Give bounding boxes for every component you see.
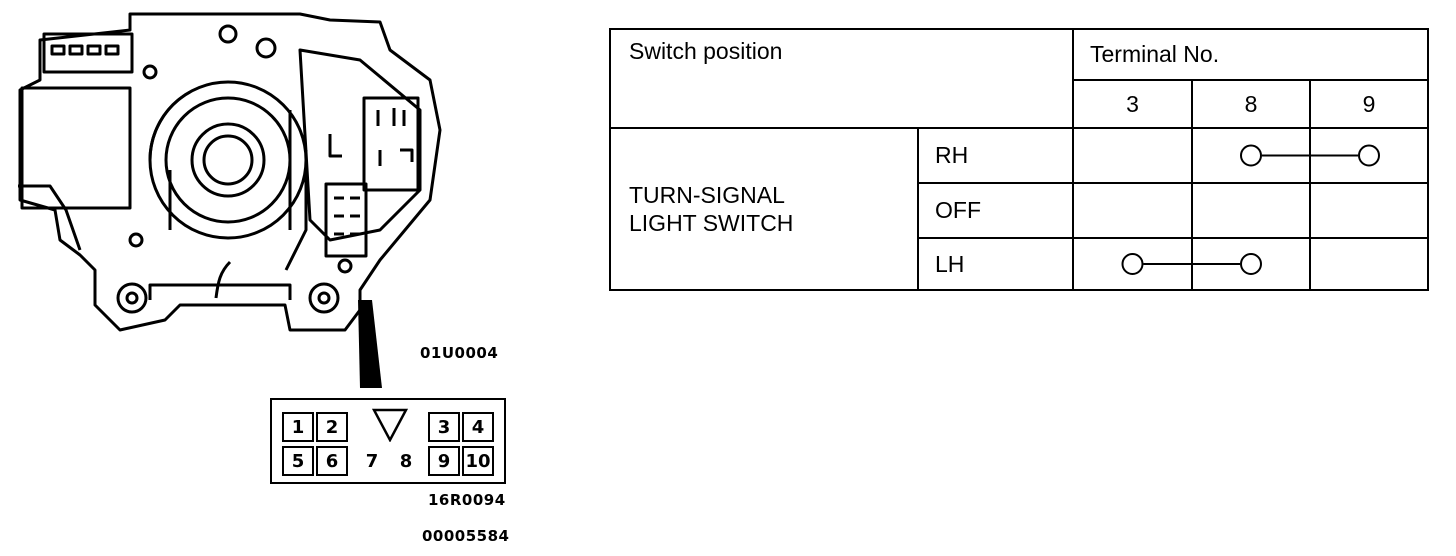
connector-face: 1 2 3 4 5 6 7 8 9 10	[270, 398, 506, 484]
connector-pin: 2	[316, 412, 348, 442]
connector-pin: 7	[356, 446, 388, 476]
position-off: OFF	[917, 182, 1074, 239]
terminal-cell	[1309, 127, 1429, 184]
position-lh: LH	[917, 237, 1074, 291]
switch-drawing-code: 01U0004	[420, 344, 499, 362]
switch-name-line: TURN-SIGNAL	[629, 182, 785, 208]
terminal-cell	[1072, 182, 1193, 239]
terminal-cell	[1072, 237, 1193, 291]
connector-pin: 4	[462, 412, 494, 442]
switch-body-illustration	[18, 12, 442, 388]
terminal-cell	[1191, 127, 1311, 184]
switch-name: TURN-SIGNAL LIGHT SWITCH	[609, 127, 919, 291]
terminal-number: 8	[1191, 79, 1311, 129]
header-terminal-no: Terminal No.	[1072, 28, 1429, 81]
connector-pin: 10	[462, 446, 494, 476]
connector-pin: 3	[428, 412, 460, 442]
terminal-cell	[1191, 237, 1311, 291]
connector-pin: 5	[282, 446, 314, 476]
header-switch-position: Switch position	[609, 28, 1074, 129]
connector-pin: 9	[428, 446, 460, 476]
terminal-cell	[1309, 237, 1429, 291]
position-rh: RH	[917, 127, 1074, 184]
terminal-number: 3	[1072, 79, 1193, 129]
terminal-cell	[1072, 127, 1193, 184]
switch-name-line: LIGHT SWITCH	[629, 210, 794, 236]
connector-pin: 1	[282, 412, 314, 442]
connector-pin: 6	[316, 446, 348, 476]
connector-key-mark	[372, 408, 408, 442]
terminal-cell	[1191, 182, 1311, 239]
terminal-number: 9	[1309, 79, 1429, 129]
terminal-cell	[1309, 182, 1429, 239]
combination-switch-drawing: 01U0004 1 2 3 4 5 6 7 8 9 10 16R0094 000…	[0, 0, 600, 556]
continuity-table: Switch position Terminal No. 3 8 9 TURN-…	[609, 28, 1429, 291]
connector-pin: 8	[390, 446, 422, 476]
connector-drawing-code: 16R0094	[428, 491, 506, 509]
harness-lead	[358, 300, 382, 388]
figure-id-code: 00005584	[422, 527, 510, 545]
